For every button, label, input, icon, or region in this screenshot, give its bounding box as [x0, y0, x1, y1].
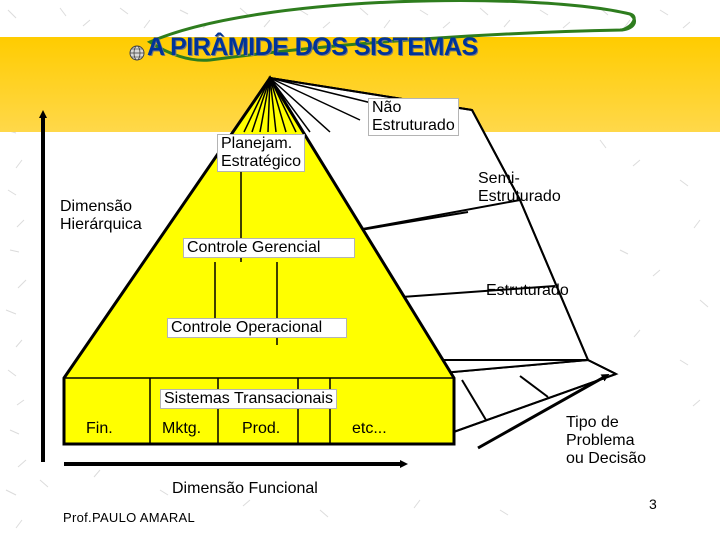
label-etc: etc...	[352, 420, 387, 437]
author-name: Prof.PAULO AMARAL	[63, 510, 196, 525]
label-nao-estruturado: Não Estruturado	[368, 98, 459, 136]
label-sistemas-transacionais: Sistemas Transacionais	[160, 389, 337, 409]
label-prod: Prod.	[242, 420, 281, 437]
label-dimensao-funcional: Dimensão Funcional	[172, 480, 318, 497]
pyramid-front	[62, 75, 456, 446]
label-controle-operacional: Controle Operacional	[167, 318, 347, 338]
label-tipo-de-problema: Tipo de Problema ou Decisão	[566, 414, 647, 467]
label-fin: Fin.	[86, 420, 113, 437]
problem-type-arrow	[477, 374, 610, 450]
label-dimensao-hierarquica: Dimensão Hierárquica	[60, 198, 142, 233]
label-estruturado: Estruturado	[486, 282, 569, 299]
background-pattern	[5, 7, 709, 529]
label-planejamento-estrategico: Planejam. Estratégico	[217, 134, 306, 172]
page-title: A PIRÂMIDE DOS SISTEMAS	[147, 33, 478, 61]
label-controle-gerencial: Controle Gerencial	[183, 238, 355, 258]
label-semi-estruturado: Semi- Estruturado	[478, 170, 561, 205]
globe-icon	[129, 45, 145, 61]
label-mktg: Mktg.	[162, 420, 202, 437]
slide-number: 3	[649, 496, 657, 512]
